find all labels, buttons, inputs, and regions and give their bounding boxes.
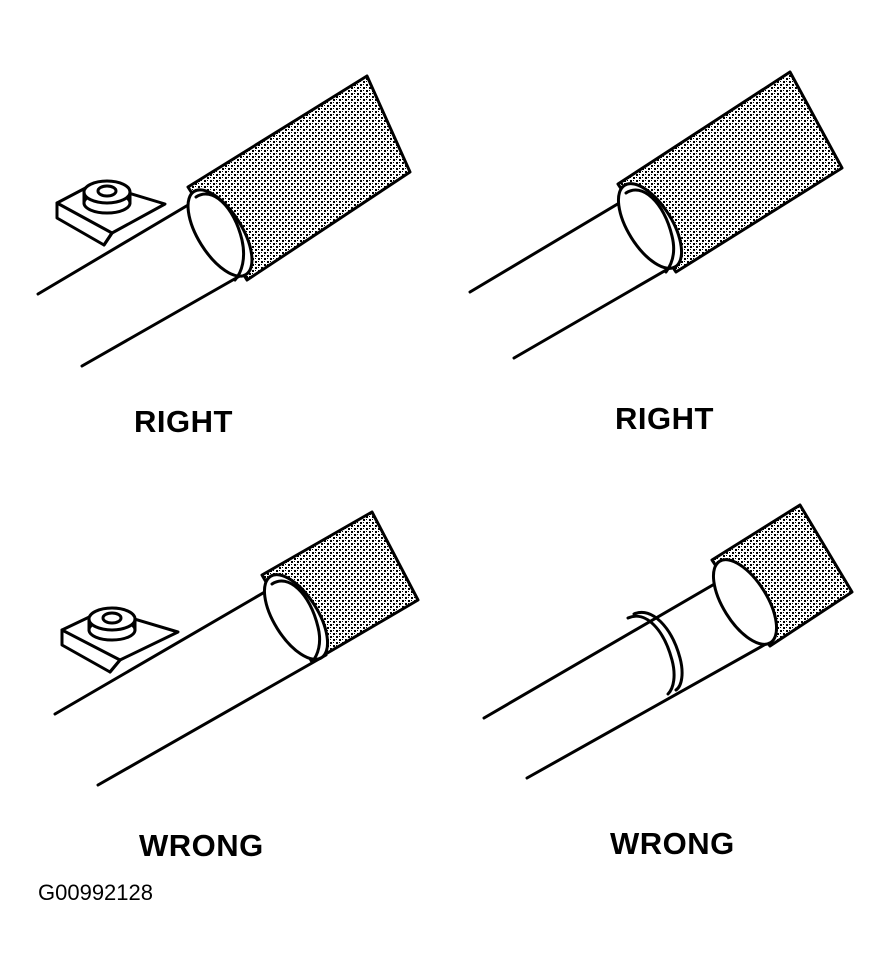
panel-top-right: [468, 70, 844, 360]
panel-top-left: [36, 74, 412, 368]
figure-id: G00992128: [38, 880, 153, 905]
panel-bottom-right: [482, 503, 854, 780]
caption-top-right: RIGHT: [615, 401, 714, 436]
caption-bottom-right: WRONG: [610, 826, 735, 861]
mounting-bracket: [55, 179, 167, 247]
tape-band: [626, 610, 684, 696]
caption-top-left: RIGHT: [134, 404, 233, 439]
mounting-bracket: [60, 606, 180, 674]
panel-bottom-left: [53, 510, 420, 787]
caption-bottom-left: WRONG: [139, 828, 264, 863]
